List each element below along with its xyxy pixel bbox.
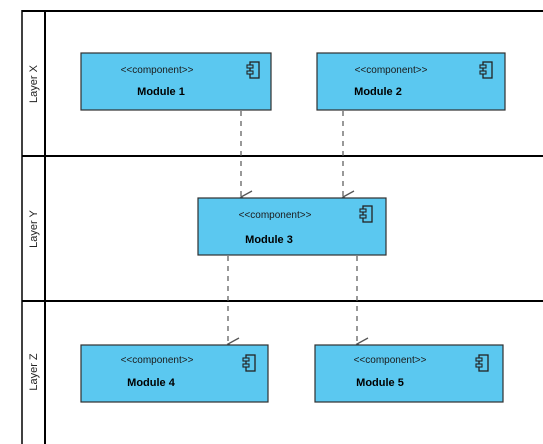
component-box bbox=[80, 52, 272, 111]
stereotype-label: <<component>> bbox=[121, 355, 194, 366]
stereotype-label: <<component>> bbox=[355, 65, 428, 76]
lane-y: Layer Y bbox=[28, 209, 40, 247]
lane-x: Layer X bbox=[28, 64, 40, 103]
module-name: Module 5 bbox=[356, 377, 404, 389]
module-name: Module 1 bbox=[137, 86, 185, 98]
component-icon bbox=[479, 61, 493, 79]
component-icon bbox=[242, 354, 256, 372]
swimlane-frame bbox=[21, 10, 543, 444]
module-name: Module 2 bbox=[354, 86, 402, 98]
lane-x-label: Layer X bbox=[28, 64, 40, 103]
component-module-4[interactable]: <<component>> Module 4 bbox=[80, 344, 269, 403]
module-name: Module 3 bbox=[245, 234, 293, 246]
stereotype-label: <<component>> bbox=[121, 65, 194, 76]
component-icon bbox=[475, 354, 489, 372]
stereotype-label: <<component>> bbox=[239, 210, 312, 221]
component-icon bbox=[359, 205, 373, 223]
lane-y-label: Layer Y bbox=[28, 209, 40, 247]
lane-z: Layer Z bbox=[28, 353, 40, 391]
component-module-5[interactable]: <<component>> Module 5 bbox=[314, 344, 504, 403]
component-module-2[interactable]: <<component>> Module 2 bbox=[316, 52, 506, 111]
component-module-1[interactable]: <<component>> Module 1 bbox=[80, 52, 272, 111]
stereotype-label: <<component>> bbox=[354, 355, 427, 366]
component-module-3[interactable]: <<component>> Module 3 bbox=[197, 197, 387, 256]
component-icon bbox=[246, 61, 260, 79]
module-name: Module 4 bbox=[127, 377, 176, 389]
component-box bbox=[197, 197, 387, 256]
component-box bbox=[314, 344, 504, 403]
component-box bbox=[316, 52, 506, 111]
lane-z-label: Layer Z bbox=[28, 353, 40, 391]
dependencies bbox=[226, 111, 369, 351]
component-box bbox=[80, 344, 269, 403]
